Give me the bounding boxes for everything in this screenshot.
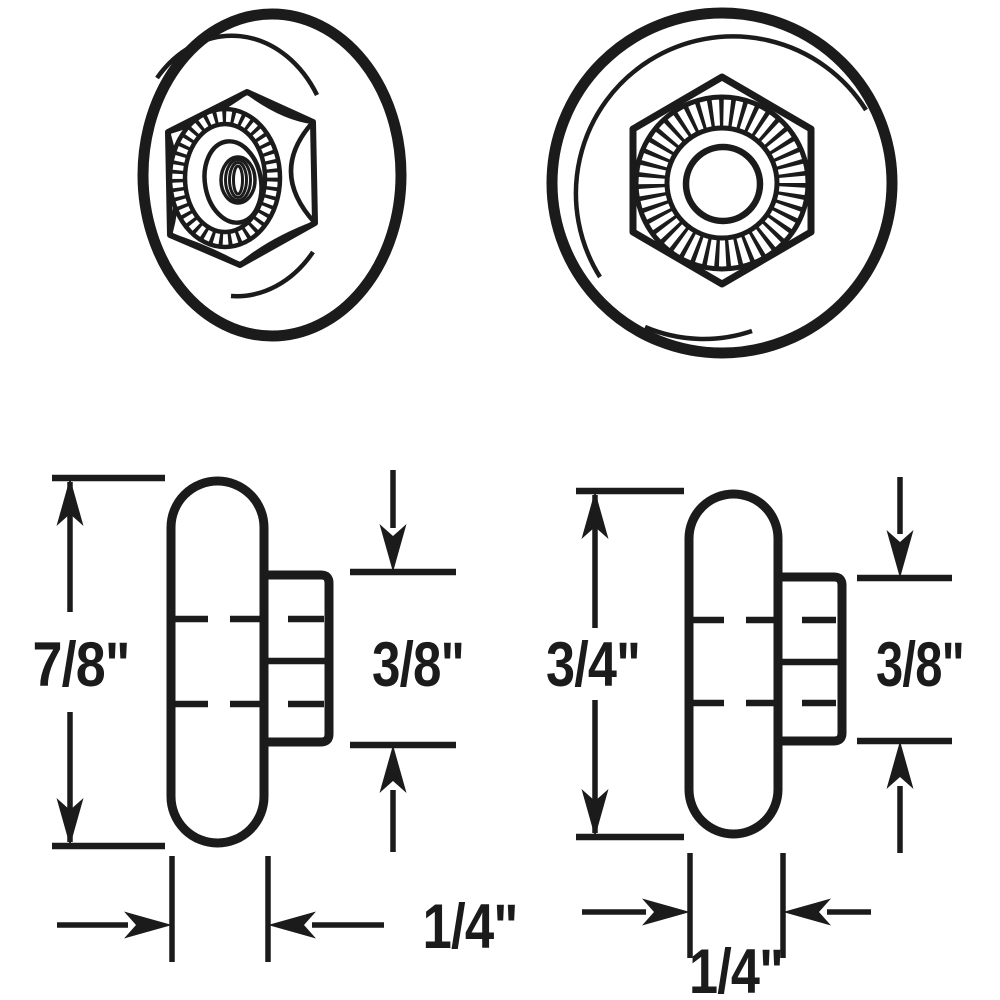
wheel-outline	[546, 7, 898, 359]
dimension-hub-left: 3/8"	[350, 470, 465, 852]
arrowhead-right	[124, 911, 172, 939]
arrowhead-up	[886, 741, 914, 789]
chamfer-arc	[238, 220, 316, 267]
thread-arc	[228, 161, 248, 199]
arrowhead-left	[268, 911, 316, 939]
knurl-ticks	[636, 97, 808, 269]
chamfer-arc	[169, 232, 242, 267]
chamfer-arc	[245, 90, 314, 125]
thread-arc	[232, 164, 244, 196]
threaded-hole	[219, 155, 257, 205]
dimension-label-height: 3/4"	[546, 630, 640, 700]
roller-profile	[166, 476, 269, 848]
dimension-label-height: 7/8"	[33, 630, 130, 700]
arrowhead-left	[783, 898, 831, 926]
dimension-height-right: 3/4"	[546, 487, 684, 841]
axle-hole	[682, 143, 764, 225]
thread-arc	[224, 158, 252, 202]
wheel-groove-arc-top	[155, 33, 320, 96]
wheel-groove-arc-bottom	[644, 324, 753, 342]
roller-profile	[684, 489, 783, 839]
dimension-label-hub: 3/8"	[876, 630, 964, 700]
knurl-ticks	[170, 109, 280, 247]
dimension-hub-right: 3/8"	[857, 477, 965, 853]
arrowhead-down	[379, 524, 407, 572]
side-view-left: 7/8" 3/8" 1/4"	[33, 470, 519, 962]
side-view-right: 3/4" 3/8" 1/4"	[546, 477, 965, 1000]
dimension-label-hub: 3/8"	[372, 630, 464, 700]
wheel-groove-arc	[573, 34, 868, 279]
chamfer-arc	[288, 120, 317, 225]
thread-arc	[219, 155, 257, 205]
dimension-label-width: 1/4"	[689, 937, 783, 1000]
dimension-height-left: 7/8"	[33, 474, 165, 850]
wheel-groove-arc-bottom	[230, 250, 315, 299]
roller-oblique-view	[137, 8, 407, 342]
dimension-width-left: 1/4"	[57, 856, 519, 962]
arrowhead-down	[886, 530, 914, 578]
wheel-outline	[137, 8, 407, 342]
arrowhead-right	[642, 898, 690, 926]
dimension-width-right: 1/4"	[582, 853, 871, 1000]
arrowhead-up	[379, 745, 407, 793]
dimension-label-width: 1/4"	[423, 892, 518, 962]
roller-front-view	[546, 7, 898, 359]
